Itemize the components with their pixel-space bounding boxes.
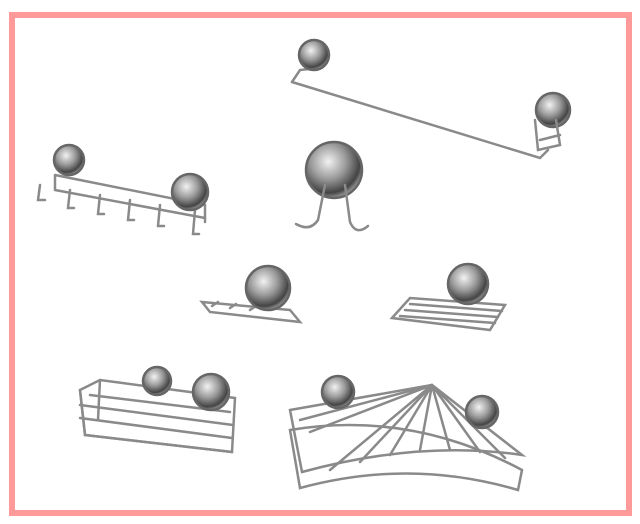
hook-rail [36,143,210,236]
soap-dish [389,262,508,332]
photo-frame [9,12,632,516]
double-hook [294,140,370,232]
shower-basket [78,365,237,454]
corner-basket [288,374,527,492]
toothbrush-holder [199,264,303,324]
towel-bar [290,38,572,160]
